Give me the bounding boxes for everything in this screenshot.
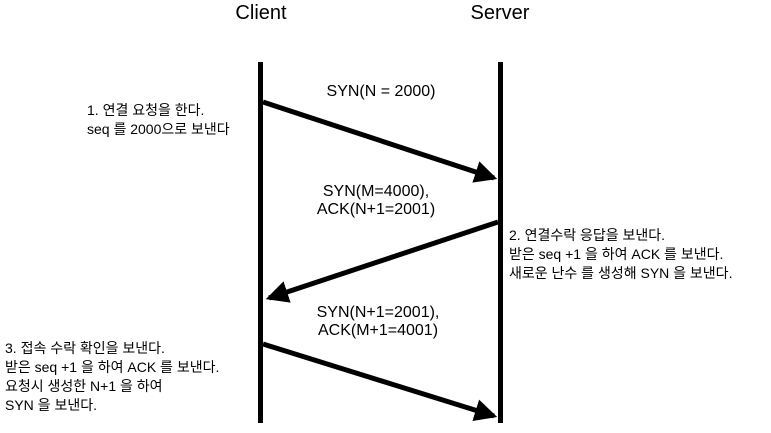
syn-arrow [262,99,498,183]
annotation-step2: 2. 연결수락 응답을 보낸다. 받은 seq +1 을 하여 ACK 를 보낸… [509,227,733,281]
ack-arrow [262,341,498,422]
annotation-step3: 3. 접속 수락 확인을 보낸다. 받은 seq +1 을 하여 ACK 를 보… [5,340,220,413]
message-label-syn: SYN(N = 2000) [326,83,436,100]
message-label-syn-ack: SYN(M=4000), ACK(N+1=2001) [316,183,436,218]
syn-ack-arrow [265,219,499,303]
client-title: Client [235,2,287,24]
message-label-ack: SYN(N+1=2001), ACK(M+1=4001) [316,304,440,339]
annotation-step1: 1. 연결 요청을 한다. seq 를 2000으로 보낸다 [87,102,230,137]
server-title: Server [470,2,530,24]
